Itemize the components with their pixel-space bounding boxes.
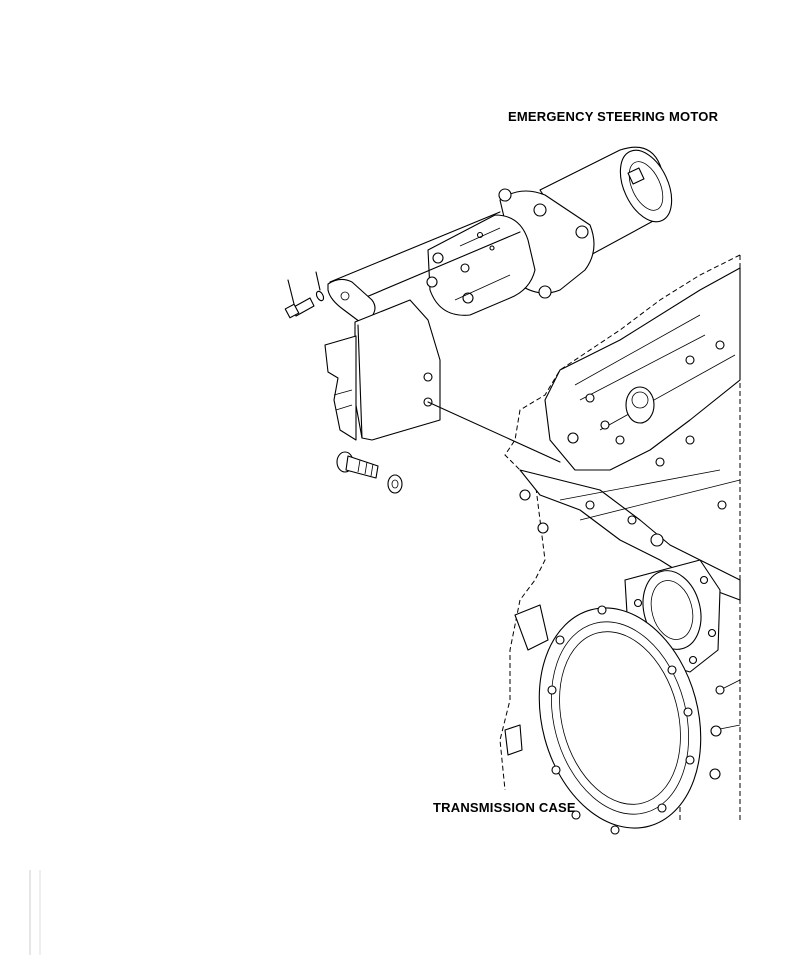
transmission-case bbox=[499, 254, 741, 835]
upper-bolt-and-washer bbox=[284, 271, 325, 319]
emergency-steering-motor bbox=[329, 146, 673, 316]
emergency-steering-motor-label: EMERGENCY STEERING MOTOR bbox=[508, 109, 719, 124]
transmission-case-label: TRANSMISSION CASE bbox=[433, 800, 576, 815]
scan-artifact bbox=[29, 870, 41, 955]
lower-bolt-and-washer bbox=[336, 451, 403, 494]
mounting-bracket bbox=[324, 278, 561, 463]
